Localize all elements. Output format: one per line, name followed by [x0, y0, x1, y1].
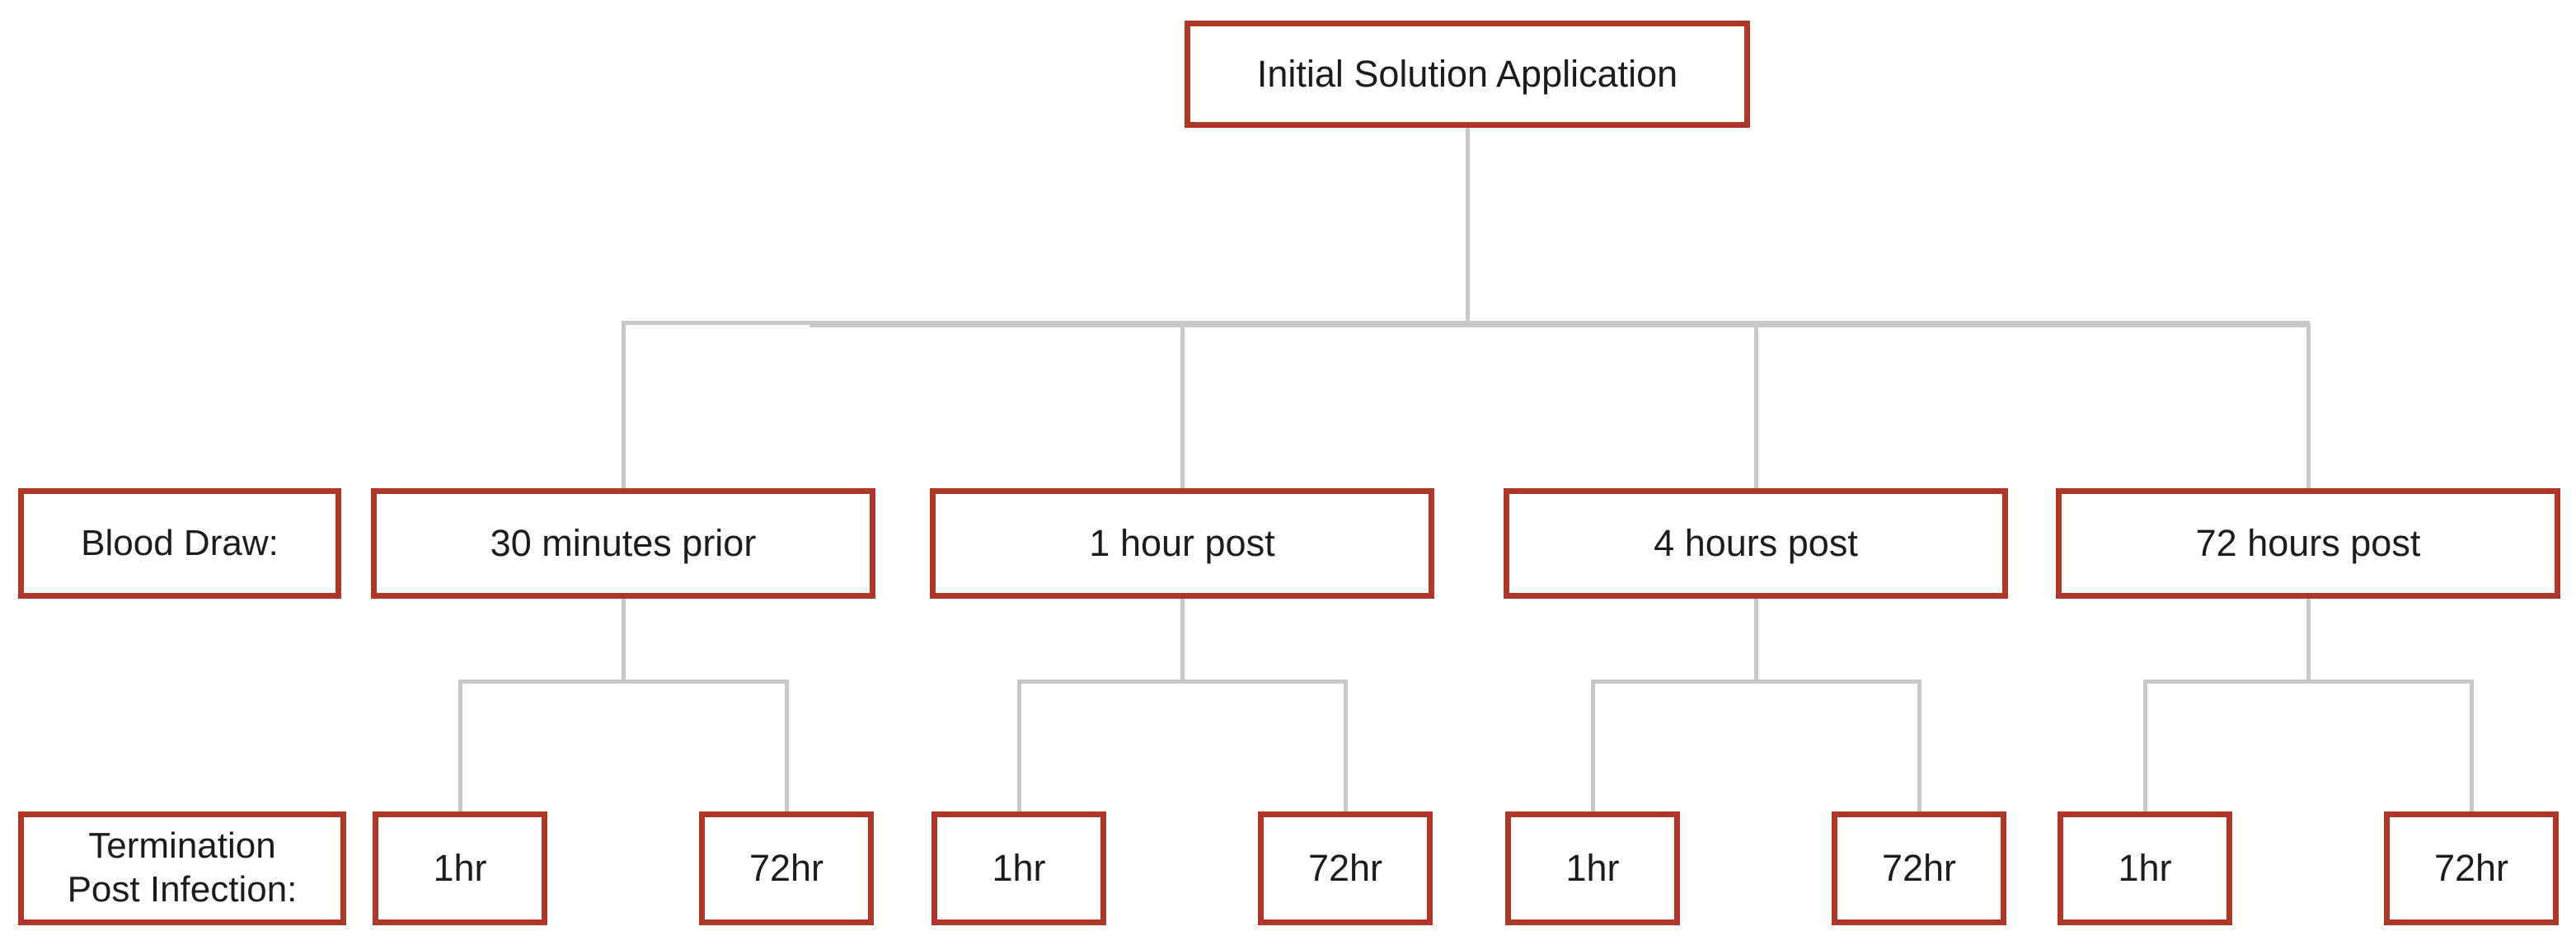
termination-label-text: Termination Post Infection:: [68, 825, 298, 912]
connector-drop-blood-draw-1: [622, 323, 626, 488]
connector-group2-horizontal: [1017, 680, 1348, 684]
connector-group1-drop-left: [458, 682, 462, 811]
node-termination-72hr: 72hr: [2384, 811, 2559, 925]
connector-group3-horizontal: [1591, 680, 1921, 684]
connector-group1-horizontal: [458, 680, 789, 684]
connector-drop-blood-draw-2: [1180, 323, 1185, 488]
connector-top-horizontal: [622, 321, 2310, 325]
row-label-blood-draw: Blood Draw:: [18, 488, 341, 599]
node-termination-72hr: 72hr: [1258, 811, 1433, 925]
connector-group2-drop-left: [1017, 682, 1021, 811]
node-blood-draw-30-minutes-prior: 30 minutes prior: [371, 488, 875, 599]
node-blood-draw-72-hours-post: 72 hours post: [2056, 488, 2560, 599]
connector-drop-blood-draw-3: [1754, 323, 1758, 488]
node-termination-1hr: 1hr: [373, 811, 547, 925]
connector-top-horizontal-overlap: [809, 323, 2310, 327]
connector-group2-riser: [1180, 599, 1185, 681]
connector-group4-drop-right: [2470, 682, 2474, 811]
connector-group1-riser: [622, 599, 626, 681]
row-label-termination-post-infection: Termination Post Infection:: [18, 811, 346, 925]
node-termination-72hr: 72hr: [699, 811, 874, 925]
node-termination-1hr: 1hr: [931, 811, 1106, 925]
node-blood-draw-1-hour-post: 1 hour post: [930, 488, 1434, 599]
node-termination-1hr: 1hr: [1505, 811, 1680, 925]
node-blood-draw-4-hours-post: 4 hours post: [1504, 488, 2008, 599]
connector-root-riser: [1466, 128, 1470, 325]
connector-group3-riser: [1754, 599, 1758, 681]
node-initial-solution-application: Initial Solution Application: [1185, 21, 1750, 128]
node-termination-1hr: 1hr: [2058, 811, 2232, 925]
connector-group4-drop-left: [2143, 682, 2147, 811]
connector-group2-drop-right: [1344, 682, 1348, 811]
connector-group4-riser: [2306, 599, 2311, 681]
termination-label-line1: Termination: [88, 825, 276, 867]
connector-group3-drop-left: [1591, 682, 1595, 811]
connector-group1-drop-right: [785, 682, 789, 811]
node-termination-72hr: 72hr: [1832, 811, 2006, 925]
termination-label-line2: Post Infection:: [67, 869, 298, 910]
connector-drop-blood-draw-4: [2306, 323, 2311, 488]
connector-group3-drop-right: [1917, 682, 1921, 811]
connector-group4-horizontal: [2143, 680, 2474, 684]
